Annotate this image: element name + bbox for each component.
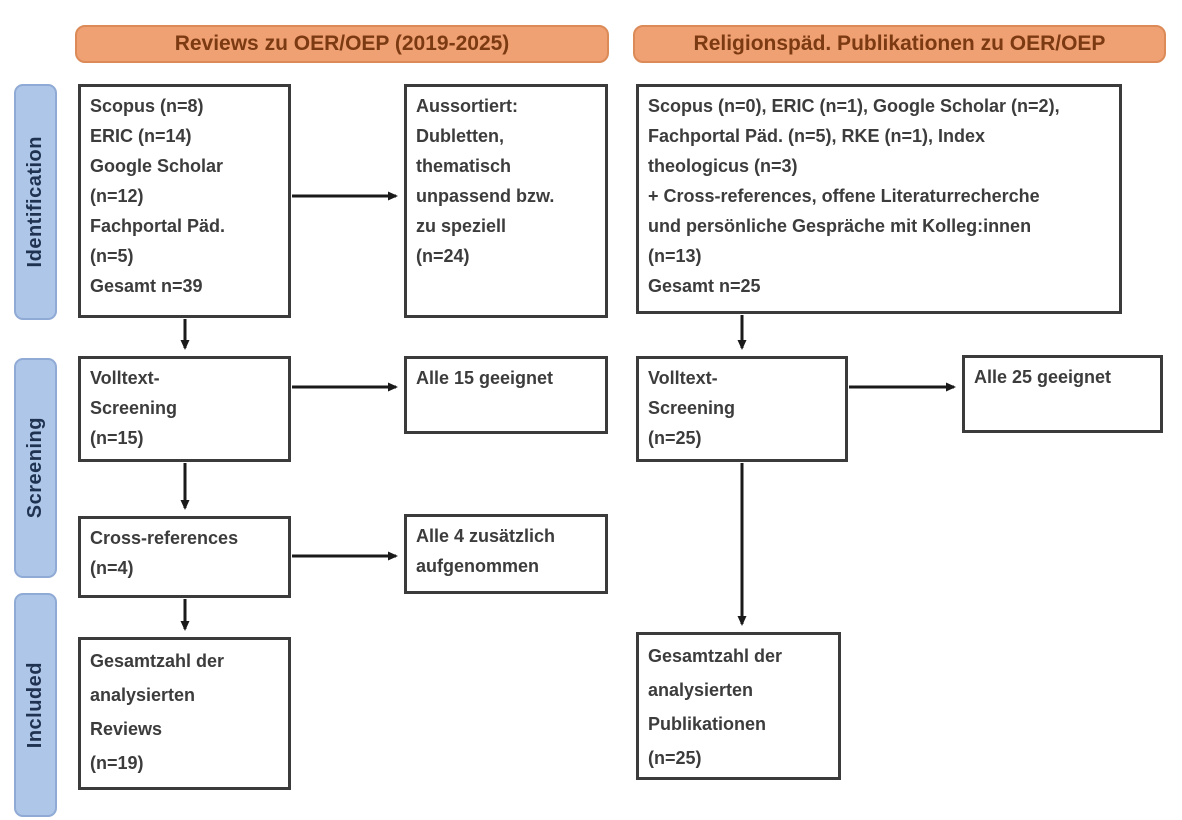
column-header-religionspaed: Religionspäd. Publikationen zu OER/OEP (633, 25, 1166, 63)
stage-label-screening: Screening (14, 358, 57, 578)
box-left-identification-sources: Scopus (n=8) ERIC (n=14) Google Scholar … (78, 84, 291, 318)
column-header-reviews: Reviews zu OER/OEP (2019-2025) (75, 25, 609, 63)
stage-label-included-text: Included (24, 661, 46, 749)
stage-label-identification: Identification (14, 84, 57, 320)
box-left-fulltext-result: Alle 15 geeignet (404, 356, 608, 434)
box-left-excluded: Aussortiert: Dubletten, thematisch unpas… (404, 84, 608, 318)
box-left-fulltext-screening: Volltext- Screening (n=15) (78, 356, 291, 462)
stage-label-identification-text: Identification (24, 136, 46, 268)
stage-label-included: Included (14, 593, 57, 817)
stage-label-screening-text: Screening (24, 417, 46, 519)
box-left-included-total: Gesamtzahl der analysierten Reviews (n=1… (78, 637, 291, 790)
box-left-cross-references: Cross-references (n=4) (78, 516, 291, 598)
box-right-fulltext-screening: Volltext- Screening (n=25) (636, 356, 848, 462)
box-right-fulltext-result: Alle 25 geeignet (962, 355, 1163, 433)
box-right-identification-sources: Scopus (n=0), ERIC (n=1), Google Scholar… (636, 84, 1122, 314)
box-left-cross-references-result: Alle 4 zusätzlich aufgenommen (404, 514, 608, 594)
box-right-included-total: Gesamtzahl der analysierten Publikatione… (636, 632, 841, 780)
